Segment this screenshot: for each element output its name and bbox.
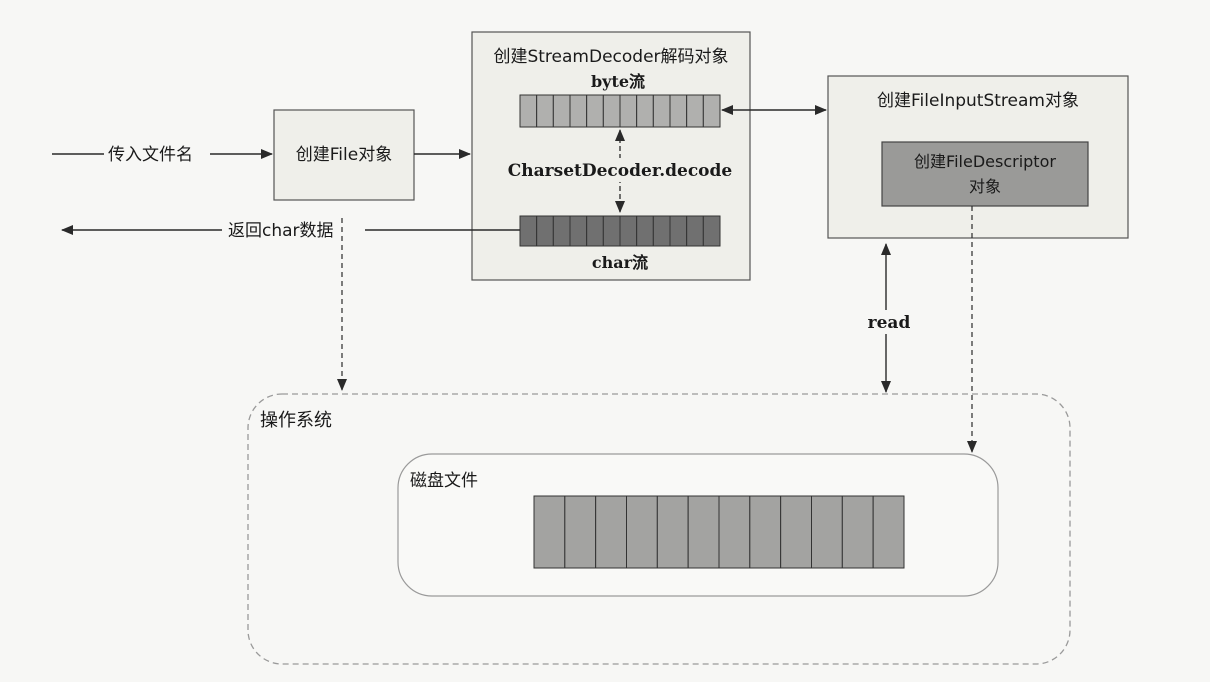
char-stream-cell — [602, 215, 621, 247]
disk-cell — [687, 495, 720, 569]
read-label: read — [868, 313, 911, 333]
byte-stream-cell — [552, 94, 571, 128]
decode-label-bg — [516, 158, 726, 182]
disk-cell — [533, 495, 566, 569]
char-stream-cell — [702, 215, 721, 247]
byte-stream-cell — [569, 94, 588, 128]
byte-stream-cells — [519, 94, 721, 128]
char-stream-cell — [569, 215, 588, 247]
byte-stream-cell — [669, 94, 688, 128]
byte-stream-cell — [519, 94, 538, 128]
file-descriptor-line1: 创建FileDescriptor — [914, 152, 1056, 171]
byte-stream-label: byte流 — [591, 72, 645, 91]
disk-cell — [841, 495, 874, 569]
disk-cell — [626, 495, 658, 569]
char-stream-cell — [652, 215, 671, 247]
create-file-box — [273, 109, 415, 201]
disk-cell — [595, 495, 627, 569]
return-char-label: 返回char数据 — [228, 221, 334, 241]
disk-cell — [718, 495, 751, 569]
byte-stream-cell — [586, 94, 604, 128]
disk-cell — [872, 495, 905, 569]
charset-decode-label: CharsetDecoder.decode — [508, 161, 733, 181]
disk-cell — [749, 495, 782, 569]
byte-stream-cell — [602, 94, 621, 128]
disk-cell-array — [533, 495, 905, 569]
byte-stream-cell — [536, 94, 554, 128]
char-stream-cell — [519, 215, 538, 247]
disk-cell — [811, 495, 843, 569]
char-stream-cell — [636, 215, 654, 247]
char-stream-cell — [686, 215, 704, 247]
byte-stream-cell — [652, 94, 671, 128]
file-descriptor-line2: 对象 — [969, 177, 1001, 196]
byte-stream-cell — [619, 94, 638, 128]
byte-stream-cell — [702, 94, 721, 128]
byte-stream-cell — [636, 94, 654, 128]
char-stream-cell — [536, 215, 554, 247]
char-stream-cells — [519, 215, 721, 247]
os-label: 操作系统 — [260, 410, 332, 431]
create-file-label: 创建File对象 — [296, 145, 392, 165]
file-descriptor-box — [881, 141, 1089, 207]
os-container — [247, 393, 1071, 665]
disk-file-label: 磁盘文件 — [410, 471, 478, 491]
disk-cell — [656, 495, 689, 569]
char-stream-cell — [552, 215, 571, 247]
char-stream-label: char流 — [592, 253, 648, 272]
file-input-stream-title: 创建FileInputStream对象 — [877, 91, 1079, 111]
char-stream-cell — [669, 215, 688, 247]
disk-cell — [564, 495, 597, 569]
disk-cell — [780, 495, 812, 569]
stream-decoder-title: 创建StreamDecoder解码对象 — [493, 47, 728, 67]
read-label-bg — [866, 310, 914, 334]
input-filename-label: 传入文件名 — [108, 145, 193, 165]
char-stream-cell — [619, 215, 638, 247]
char-stream-cell — [586, 215, 604, 247]
byte-stream-cell — [686, 94, 704, 128]
